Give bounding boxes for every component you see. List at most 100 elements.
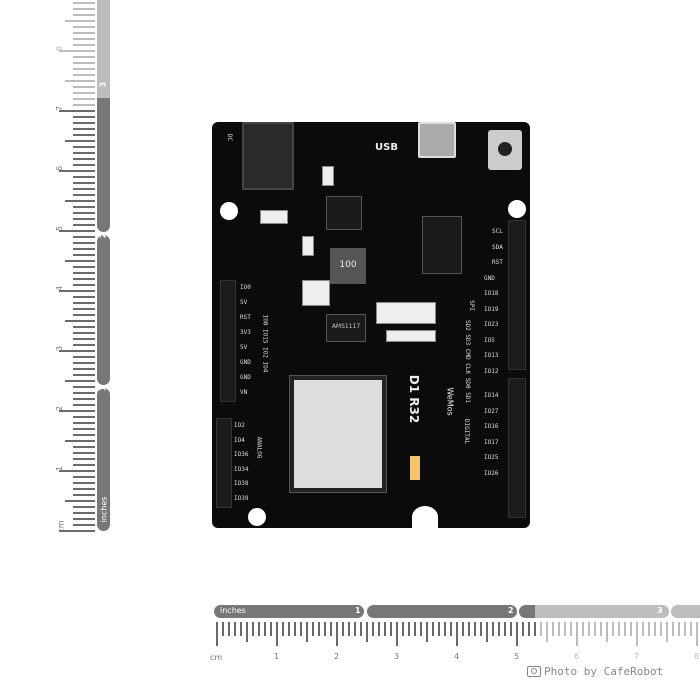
left-cm-label: 1: [55, 465, 65, 472]
ruler-tick: [73, 374, 95, 376]
ruler-tick: [73, 434, 95, 436]
ruler-tick: [73, 398, 95, 400]
pin-label: RST: [240, 314, 251, 321]
digital-label: DIGITAL: [463, 418, 471, 445]
ruler-tick: [666, 622, 668, 642]
ruler-tick: [73, 296, 95, 298]
ruler-tick: [73, 494, 95, 496]
ruler-tick: [73, 464, 95, 466]
ruler-tick: [606, 622, 608, 642]
reset-button[interactable]: [488, 130, 522, 170]
bottom-cm-label: 1: [274, 652, 280, 661]
ruler-tick: [378, 622, 380, 636]
ruler-tick: [546, 622, 548, 642]
ic-chip: [422, 216, 462, 274]
ruler-tick: [324, 622, 326, 636]
ruler-tick: [366, 622, 368, 642]
ruler-tick: [564, 622, 566, 636]
pin-label: IO18: [484, 290, 499, 297]
pin-label: IO4: [234, 436, 245, 444]
ruler-tick: [73, 404, 95, 406]
pin-label: IO19: [484, 305, 499, 313]
ruler-tick: [492, 622, 494, 636]
left-cm-label: 7: [55, 105, 65, 112]
left-cm-label: 2: [55, 405, 65, 412]
ruler-tick: [73, 32, 95, 34]
ruler-tick: [648, 622, 650, 636]
left-inch-3: 3: [98, 81, 108, 88]
ruler-tick: [216, 622, 218, 646]
left-inch-bar: [97, 235, 110, 385]
ruler-tick: [264, 622, 266, 636]
smd-component: [376, 302, 436, 324]
ruler-tick: [73, 122, 95, 124]
inductor-module: 100: [330, 248, 366, 284]
ruler-tick: [73, 314, 95, 316]
ruler-tick: [73, 368, 95, 370]
ruler-tick: [300, 622, 302, 636]
ruler-tick: [414, 622, 416, 636]
pin-label: 5V: [240, 299, 248, 306]
ruler-tick: [65, 440, 95, 442]
ruler-tick: [73, 92, 95, 94]
smd-component: [322, 166, 334, 186]
ruler-tick: [65, 260, 95, 262]
ruler-tick: [73, 266, 95, 268]
ruler-tick: [318, 622, 320, 636]
ruler-tick: [73, 182, 95, 184]
ruler-tick: [59, 50, 95, 52]
ruler-tick: [696, 622, 698, 646]
left-cm-label: 4: [55, 285, 65, 292]
ruler-tick: [73, 482, 95, 484]
regulator-chip: AMS1117: [326, 314, 366, 342]
ruler-tick: [504, 622, 506, 636]
ruler-tick: [294, 622, 296, 636]
pin-label: IO39: [234, 494, 249, 502]
bottom-inch-3: 3: [657, 606, 663, 615]
digital-header-top: [508, 220, 526, 370]
bottom-inch-bar-light: [671, 605, 700, 618]
ruler-tick: [612, 622, 614, 636]
ruler-tick: [594, 622, 596, 636]
ruler-tick: [306, 622, 308, 642]
usb-port[interactable]: [418, 122, 456, 158]
spi-label: SPI: [467, 300, 475, 311]
bottom-cm-label: 3: [394, 652, 400, 661]
left-cm-label: 8: [55, 45, 65, 52]
ruler-tick: [576, 622, 578, 646]
ruler-tick: [522, 622, 524, 636]
ruler-tick: [73, 86, 95, 88]
ruler-tick: [73, 116, 95, 118]
ruler-tick: [336, 622, 338, 646]
pin-label: 5V: [240, 344, 248, 351]
ruler-tick: [360, 622, 362, 636]
ruler-tick: [73, 26, 95, 28]
ruler-tick: [252, 622, 254, 636]
ruler-tick: [534, 622, 536, 636]
ruler-tick: [582, 622, 584, 636]
ruler-tick: [222, 622, 224, 636]
ruler-tick: [282, 622, 284, 636]
pin-label: IO14: [484, 392, 499, 399]
bottom-inch-1: 1: [355, 606, 361, 615]
bottom-inch-bar: [519, 605, 669, 618]
ruler-tick: [73, 98, 95, 100]
ruler-tick: [73, 302, 95, 304]
ruler-tick: [73, 356, 95, 358]
ruler-tick: [65, 140, 95, 142]
ruler-tick: [486, 622, 488, 642]
ruler-tick: [510, 622, 512, 636]
ruler-tick: [456, 622, 458, 646]
bottom-cm-label: 6: [574, 652, 580, 661]
ruler-tick: [73, 272, 95, 274]
left-cm-unit: cm: [56, 520, 66, 533]
regulator-label: AMS1117: [331, 323, 361, 330]
ruler-tick: [73, 422, 95, 424]
ruler-tick: [642, 622, 644, 636]
ruler-tick: [408, 622, 410, 636]
ruler-tick: [516, 622, 518, 646]
ruler-tick: [390, 622, 392, 636]
bottom-cm-label: 2: [334, 652, 340, 661]
pin-label: IO16: [484, 423, 499, 430]
